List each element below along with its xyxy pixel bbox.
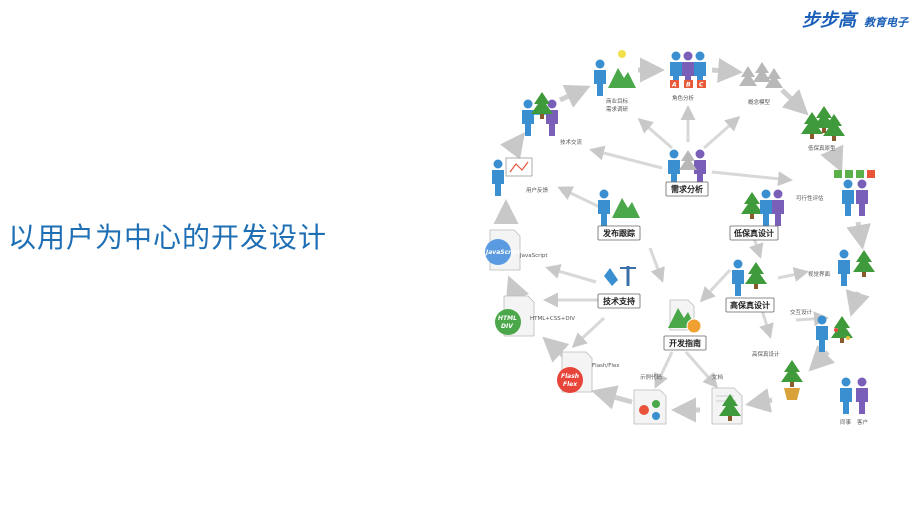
svg-text:开发指南: 开发指南 [669, 338, 701, 348]
role-analysis-node: A B C 角色分析 [670, 51, 706, 102]
svg-text:示例代码: 示例代码 [640, 373, 663, 381]
svg-text:文档: 文档 [712, 373, 724, 381]
javascript-node: JavaScript JavaScript [485, 229, 548, 271]
svg-text:视觉界面: 视觉界面 [808, 270, 831, 278]
hi-fi-design-box: 高保真设计 [725, 259, 775, 313]
brand-subtitle: 教育电子 [864, 16, 908, 29]
inner-arrows [543, 105, 829, 389]
svg-text:技术支持: 技术支持 [603, 296, 635, 306]
svg-text:交互设计: 交互设计 [790, 308, 813, 316]
legend: 同事 客户 [840, 377, 868, 426]
interaction-design-node: 交互设计 [790, 308, 853, 352]
svg-text:DIV: DIV [501, 323, 514, 330]
business-goals-node: 商业目标 需求调研 [594, 50, 636, 113]
svg-text:Flash: Flash [561, 373, 579, 380]
svg-text:角色分析: 角色分析 [672, 94, 695, 102]
svg-text:B: B [686, 82, 691, 89]
svg-text:Flash/Flex: Flash/Flex [592, 363, 620, 369]
html-node: HTML DIV HTML+CSS+DIV [495, 295, 575, 337]
svg-text:概念模型: 概念模型 [748, 98, 771, 106]
low-fi-design-box: 低保真设计 [729, 189, 784, 241]
document-node: 文档 [711, 373, 743, 425]
low-fi-prototype-node: 低保真原型 [801, 106, 845, 152]
svg-text:发布跟踪: 发布跟踪 [602, 228, 635, 238]
svg-text:低保真原型: 低保真原型 [808, 144, 836, 152]
brand-name: 步步高 [802, 10, 856, 31]
svg-text:需求分析: 需求分析 [671, 184, 703, 194]
flash-flex-node: Flash Flex Flash/Flex [557, 351, 620, 393]
svg-text:HTML: HTML [498, 315, 517, 322]
requirements-analysis-box: 需求分析 [665, 149, 709, 197]
brand-logo: 步步高 教育电子 [802, 6, 908, 32]
slide-title: 以用户为中心的开发设计 [8, 221, 328, 254]
svg-text:商业目标: 商业目标 [606, 97, 629, 105]
svg-text:JavaScript: JavaScript [519, 253, 548, 259]
visual-interface-node: 视觉界面 [808, 249, 875, 286]
feasibility-node: 可行性评估 [796, 170, 875, 216]
svg-text:用户反馈: 用户反馈 [526, 186, 549, 194]
tech-support-box: 技术支持 [597, 266, 641, 309]
svg-text:高保真设计: 高保真设计 [752, 350, 780, 358]
svg-text:低保真设计: 低保真设计 [733, 228, 774, 238]
dev-guide-box: 开发指南 [663, 299, 707, 351]
concept-model-node: 概念模型 [739, 62, 783, 106]
release-tracking-box: 发布跟踪 [597, 189, 641, 241]
svg-text:可行性评估: 可行性评估 [796, 194, 824, 202]
svg-text:同事: 同事 [840, 418, 852, 426]
sample-code-node: 示例代码 [633, 373, 667, 425]
hi-fi-design-node: 高保真设计 [752, 350, 803, 400]
svg-text:客户: 客户 [857, 418, 868, 426]
svg-text:C: C [699, 82, 704, 89]
svg-text:Flex: Flex [563, 381, 578, 388]
svg-text:需求调研: 需求调研 [606, 105, 629, 113]
svg-text:技术交流: 技术交流 [560, 138, 583, 146]
svg-text:A: A [671, 82, 677, 89]
user-feedback-node: 用户反馈 [492, 157, 549, 196]
tech-exchange-node: 技术交流 [522, 92, 583, 146]
svg-text:JavaScript: JavaScript [485, 249, 521, 256]
svg-text:HTML+CSS+DIV: HTML+CSS+DIV [530, 316, 575, 322]
svg-text:高保真设计: 高保真设计 [730, 300, 770, 310]
